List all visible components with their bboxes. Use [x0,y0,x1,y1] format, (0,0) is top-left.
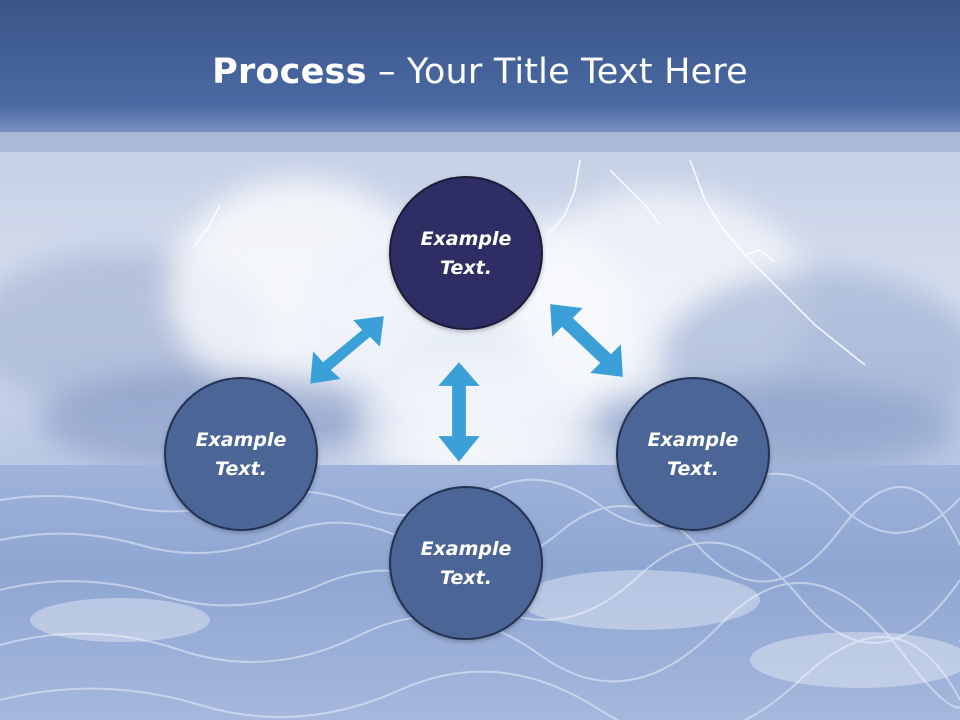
node-top: Example Text. [389,176,543,330]
lightning [194,159,866,366]
title-bold: Process [212,52,367,92]
node-right-label: Example Text. [647,429,739,480]
header-band [0,0,960,132]
node-left-label: Example Text. [195,429,287,480]
node-right: Example Text. [616,377,770,531]
node-left: Example Text. [164,377,318,531]
node-bottom: Example Text. [389,486,543,640]
title-rest: – Your Title Text Here [366,52,748,92]
double-arrow-left-top [309,315,385,385]
double-arrow-right-top [549,303,624,378]
slide-title: Process – Your Title Text Here [0,52,960,92]
double-arrow-center [437,361,481,463]
node-bottom-label: Example Text. [420,538,512,589]
node-top-label: Example Text. [420,228,512,279]
